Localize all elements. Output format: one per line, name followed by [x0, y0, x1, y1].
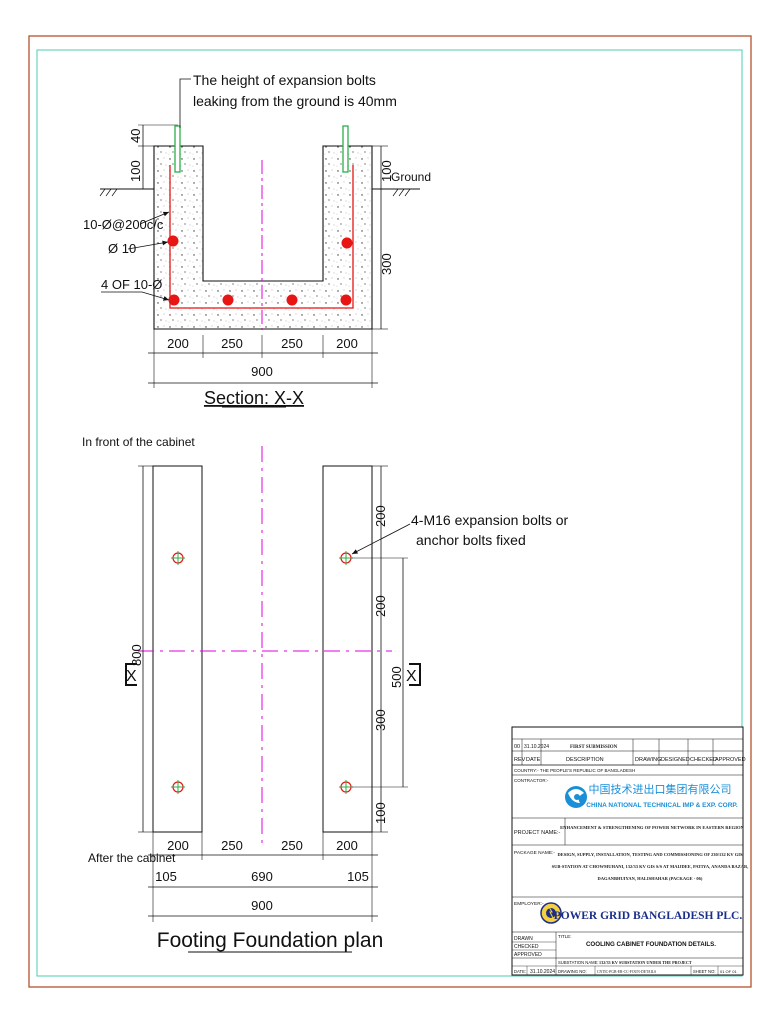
bar-diameter-label: Ø 10	[108, 241, 136, 256]
concrete-foundation-section	[153, 145, 373, 330]
country-label: COUNTRY:- THE PEOPLE'S REPUBLIC OF BANGL…	[514, 768, 635, 773]
package-line-1: DESIGN, SUPPLY, INSTALLATION, TESTING AN…	[558, 852, 743, 857]
plan-view: In front of the cabinet 4-M1	[82, 435, 569, 953]
section-dim-2: 250	[221, 336, 243, 351]
header-drawing: DRAWING	[635, 757, 661, 763]
section-view: Ground 40 100 100 300 The height of expa…	[83, 72, 431, 408]
header-approved: APPROVED	[715, 757, 746, 763]
ground-label: Ground	[391, 170, 431, 184]
substation-name: 132/33 KV SUBSTATION UNDER THE PROJECT	[599, 960, 692, 965]
plan-dim-500: 500	[389, 666, 404, 688]
bottom-bar-2	[222, 294, 234, 306]
stirrup-label: 10-Ø@200c/c	[83, 217, 164, 232]
sheet-no-value: 01 OF 01	[720, 969, 737, 974]
dim-40-label: 40	[128, 129, 143, 143]
plan-dim-bottom-3: 250	[281, 838, 303, 853]
employer-label: EMPLOYER:-	[514, 901, 544, 907]
bolt-height-note-line1: The height of expansion bolts	[193, 72, 376, 88]
bolts-note-line1: 4-M16 expansion bolts or	[411, 512, 569, 528]
foundation-strip-left	[152, 465, 203, 833]
bottom-bar-1	[168, 294, 180, 306]
section-dim-total: 900	[251, 364, 273, 379]
after-cabinet-label: After the cabinet	[88, 851, 176, 865]
drawing-no-label: DRAWING NO:	[558, 969, 587, 974]
plan-dim-right-3: 300	[373, 709, 388, 731]
bottom-bar-4	[340, 294, 352, 306]
rev-no: 00	[514, 744, 520, 750]
sheet-inner-border	[36, 49, 743, 977]
date-value: 31.10.2024	[530, 969, 555, 975]
date-label: DATE:	[514, 969, 526, 974]
bottom-bar-3	[286, 294, 298, 306]
bolts-note-line2: anchor bolts fixed	[416, 532, 526, 548]
header-checked: CHECKED	[690, 757, 717, 763]
package-label: PACKAGE NAME:-	[514, 850, 555, 856]
plan-dim-bottom-1: 200	[167, 838, 189, 853]
plan-dim-right-1: 200	[373, 505, 388, 527]
foundation-strip-right	[322, 465, 373, 833]
sheet-no-label: SHEET NO:	[693, 969, 716, 974]
bolt-hole-top-right	[339, 551, 353, 565]
plan-dim-690: 690	[251, 869, 273, 884]
bolt-height-note-line2: leaking from the ground is 40mm	[193, 93, 397, 109]
bottom-bars-label: 4 OF 10-Ø	[101, 277, 162, 292]
drawing-no: CNTIC-PGB-ER-CC-FOUN-DETAILS	[597, 970, 656, 974]
plan-dim-bottom-4: 200	[336, 838, 358, 853]
pgcb-logo-icon	[540, 902, 562, 924]
plan-dim-105-left: 105	[155, 869, 177, 884]
plan-dim-bottom-2: 250	[221, 838, 243, 853]
plan-dim-right-2: 200	[373, 595, 388, 617]
bolt-hole-bottom-left	[171, 780, 185, 794]
title-block: 00 31.10.2024 FIRST SUBMISSION REV DATE …	[511, 726, 749, 976]
header-rev: REV	[514, 757, 526, 763]
plan-title: Footing Foundation plan	[157, 929, 384, 952]
contractor-chinese-name: 中国技术进出口集团有限公司	[589, 782, 732, 796]
rev-date: 31.10.2024	[524, 744, 549, 750]
bolt-hole-bottom-right	[339, 780, 353, 794]
section-marker-right: X	[406, 668, 417, 685]
front-of-cabinet-label: In front of the cabinet	[82, 435, 195, 449]
anchor-bolt-right	[342, 125, 349, 173]
package-line-2: SUB-STATION AT CHOWMUHANI, 132/33 KV GIS…	[552, 864, 749, 869]
drawn-label: DRAWN	[514, 936, 533, 942]
dim-100-left-label: 100	[128, 160, 143, 182]
dim-300-label: 300	[379, 253, 394, 275]
cntic-logo-icon	[565, 786, 587, 808]
package-line-3: DAGANBHUIYAN, HALISHAHAR (PACKAGE - 06)	[598, 876, 703, 881]
dim-100-right-label: 100	[379, 160, 394, 182]
contractor-label: CONTRACTOR:-	[514, 778, 549, 783]
approved-label: APPROVED	[514, 952, 542, 958]
anchor-bolt-left	[174, 125, 181, 173]
section-dim-1: 200	[167, 336, 189, 351]
checked-label: CHECKED	[514, 944, 539, 950]
sheet-outer-border	[28, 35, 752, 988]
bolt-hole-top-left	[171, 551, 185, 565]
longitudinal-bar-left-top	[167, 235, 179, 247]
plan-dim-total: 900	[251, 898, 273, 913]
contractor-english-name: CHINA NATIONAL TECHNICAL IMP & EXP. CORP…	[586, 802, 738, 809]
rev-description: FIRST SUBMISSION	[570, 745, 618, 750]
plan-dim-105-right: 105	[347, 869, 369, 884]
substation-label: SUBSTATION NAME:	[558, 960, 599, 965]
section-marker-left: X	[126, 668, 137, 685]
header-date: DATE	[526, 757, 541, 763]
section-dim-3: 250	[281, 336, 303, 351]
project-name: ENHANCEMENT & STRENGTHENING OF POWER NET…	[560, 825, 744, 830]
plan-dim-right-4: 100	[373, 802, 388, 824]
longitudinal-bar-right-top	[341, 237, 353, 249]
drawing-title: COOLING CABINET FOUNDATION DETAILS.	[586, 941, 716, 948]
header-description: DESCRIPTION	[566, 757, 604, 763]
employer-name: POWER GRID BANGLADESH PLC.	[554, 910, 743, 922]
section-title: Section: X-X	[204, 388, 304, 408]
header-designed: DESIGNED	[661, 757, 690, 763]
project-label: PROJECT NAME:-	[514, 830, 561, 836]
title-label: TITLE:	[558, 934, 572, 939]
plan-dim-800: 800	[129, 644, 144, 666]
section-dim-4: 200	[336, 336, 358, 351]
